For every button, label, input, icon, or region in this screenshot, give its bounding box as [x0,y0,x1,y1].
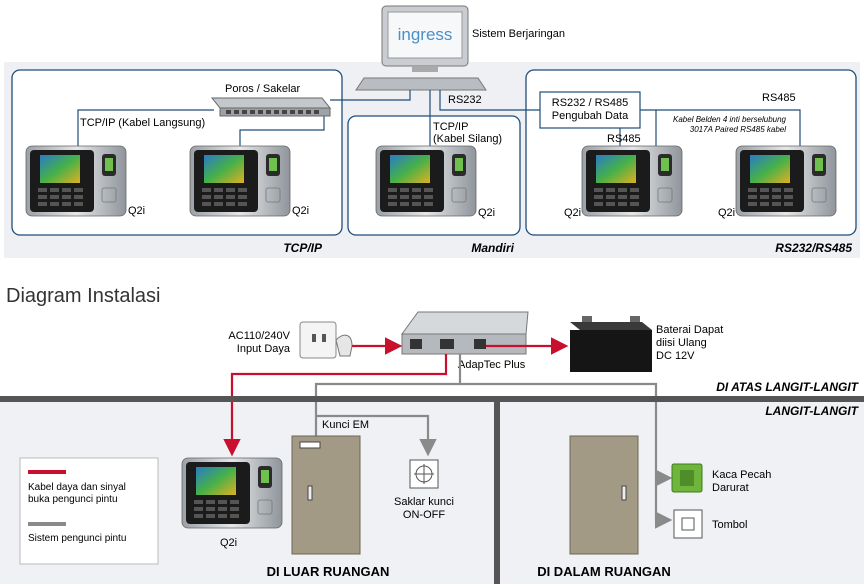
rs232-label: RS232 [448,94,482,106]
legend-red-swatch [28,470,66,474]
q2i-device-5 [735,145,837,217]
converter-label-2: Pengubah Data [552,110,629,122]
adaptec-label: AdapTec Plus [458,359,526,371]
room-divider-wall [494,402,500,584]
section-label-tcpip: TCP/IP [283,241,323,255]
switch-icon [210,97,332,117]
battery-label-3: DC 12V [656,350,695,362]
install-title: Diagram Instalasi [6,285,161,307]
ceiling-label: LANGIT-LANGIT [765,404,859,418]
q2i-device-2 [189,145,291,217]
inside-door [569,435,639,555]
outside-door [291,435,361,555]
tcpip-direct-label: TCP/IP (Kabel Langsung) [80,117,205,129]
power-input-label-2: Input Daya [237,343,291,355]
install-device-label: Q2i [220,537,237,549]
device-label-3: Q2i [478,207,495,219]
legend [19,457,159,565]
cable-note-1: Kabel Belden 4 inti berselubung [673,115,787,124]
tcpip-cross-label-1: TCP/IP [433,121,468,133]
legend-red-label-2: buka pengunci pintu [28,494,118,505]
switch-label: Poros / Sakelar [225,83,301,95]
computer-label: Sistem Berjaringan [472,28,565,40]
legend-gray-swatch [28,522,66,526]
device-label-2: Q2i [292,205,309,217]
rs485-top-label: RS485 [762,92,796,104]
outside-room-label: DI LUAR RUANGAN [267,564,390,579]
em-lock-label: Kunci EM [322,419,369,431]
wall-outlet-icon [299,321,353,359]
ceiling-band [0,396,864,402]
lock-system-cable-lower [314,402,673,529]
computer-logo: ingress [398,25,453,44]
cable-note-2: 3017A Paired RS485 kabel [690,125,786,134]
q2i-device-4 [581,145,683,217]
battery-label-1: Baterai Dapat [656,324,723,336]
converter-box [539,91,641,129]
device-label-5: Q2i [718,207,735,219]
exit-button-label: Tombol [712,519,747,531]
inside-room-label: DI DALAM RUANGAN [537,564,671,579]
q2i-install-device [181,457,283,529]
key-switch-label-2: ON-OFF [403,509,445,521]
key-switch-icon [409,459,439,489]
q2i-device-1 [25,145,127,217]
battery-icon [570,316,652,372]
tcpip-cross-label-2: (Kabel Silang) [433,133,502,145]
rs485-left-label: RS485 [607,133,641,145]
section-label-rs: RS232/RS485 [775,241,852,255]
adaptec-icon [401,311,529,355]
break-glass-label-2: Darurat [712,482,749,494]
device-label-4: Q2i [564,207,581,219]
above-ceiling-label: DI ATAS LANGIT-LANGIT [716,380,859,394]
power-input-label-1: AC110/240V [228,330,290,342]
converter-label-1: RS232 / RS485 [552,97,628,109]
lock-system-cable-upper [314,354,658,396]
exit-button-icon [673,509,703,539]
break-glass-label-1: Kaca Pecah [712,469,771,481]
section-label-mandiri: Mandiri [471,241,514,255]
network-cables [77,90,801,146]
break-glass-icon [671,463,703,493]
key-switch-label-1: Saklar kunci [394,496,454,508]
device-label-1: Q2i [128,205,145,217]
battery-label-2: diisi Ulang [656,337,707,349]
legend-red-label-1: Kabel daya dan sinyal [28,482,126,493]
computer-icon [355,5,487,91]
legend-gray-label: Sistem pengunci pintu [28,533,126,544]
q2i-device-3 [375,145,477,217]
